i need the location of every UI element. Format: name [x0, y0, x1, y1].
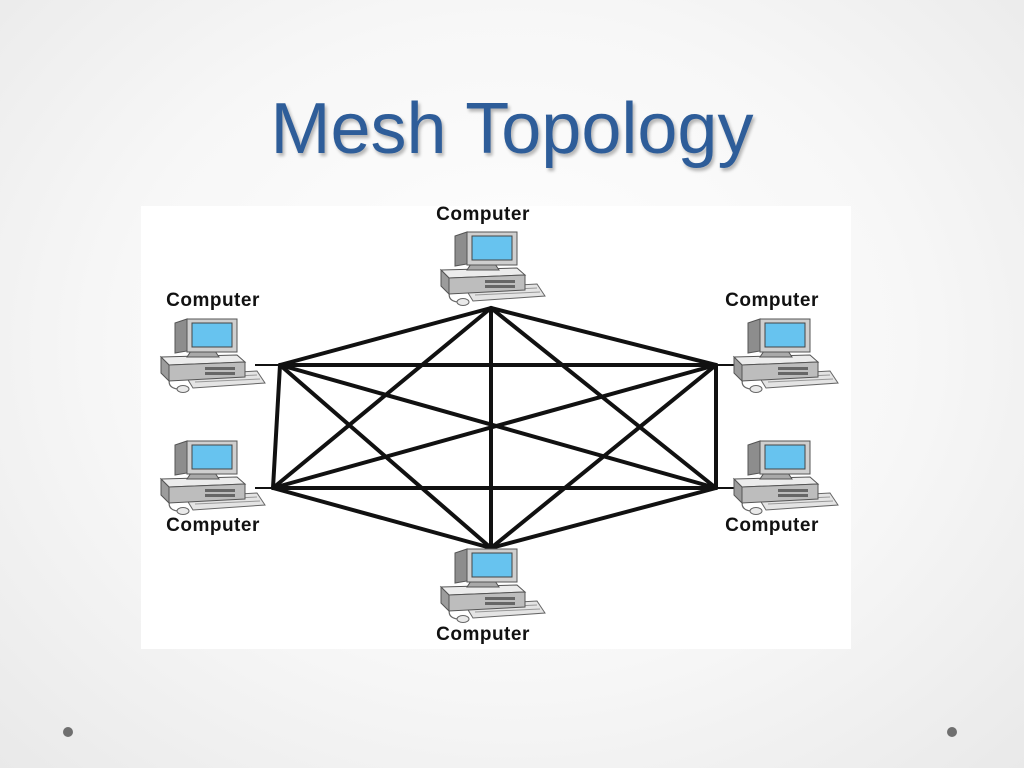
computer-icon	[733, 318, 839, 394]
computer-label-bottom: Computer	[436, 624, 530, 645]
computer-label-lower-left: Computer	[166, 515, 260, 536]
computer-label-top: Computer	[436, 204, 530, 225]
computer-label-upper-right: Computer	[725, 290, 819, 311]
computer-label-lower-right: Computer	[725, 515, 819, 536]
computer-label-upper-left: Computer	[166, 290, 260, 311]
corner-dot-left	[63, 727, 73, 737]
computer-icon	[733, 440, 839, 516]
computer-icon	[440, 231, 546, 307]
computer-icon	[440, 548, 546, 624]
computer-icon	[160, 440, 266, 516]
mesh-links	[271, 306, 718, 550]
corner-dot-right	[947, 727, 957, 737]
slide-title: Mesh Topology	[270, 89, 754, 169]
computer-icon	[160, 318, 266, 394]
